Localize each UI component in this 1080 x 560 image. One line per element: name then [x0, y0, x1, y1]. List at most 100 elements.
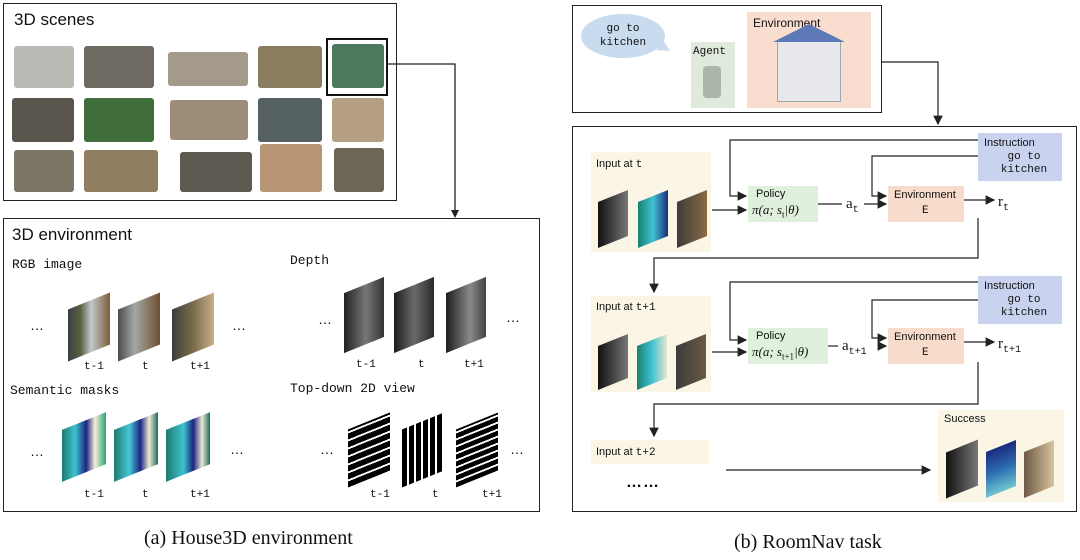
topdown-label: Top-down 2D view: [290, 381, 415, 396]
success-label: Success: [944, 413, 986, 425]
reward-label-t: rt: [998, 194, 1009, 214]
policy-box-2: Policy π(a; st+1|θ): [748, 328, 828, 364]
scene-thumb: [170, 100, 248, 140]
instruction-title: Instruction: [984, 137, 1035, 149]
action-symbol: a: [842, 338, 849, 354]
time-label: t-1: [356, 359, 376, 371]
depth-label: Depth: [290, 253, 330, 268]
ellipsis: …: [30, 443, 44, 459]
time-label: t-1: [84, 489, 104, 501]
env-box-2: Environment E: [888, 328, 964, 364]
reward-symbol: r: [998, 194, 1003, 210]
scene-thumb: [84, 46, 154, 88]
env-box-label: Environment: [894, 189, 956, 201]
formula-sub: t+1: [781, 351, 795, 362]
environment-title: 3D environment: [12, 225, 133, 244]
policy-label: Policy: [756, 330, 786, 342]
formula-end: |θ): [784, 202, 799, 217]
input-label: Input at: [596, 158, 633, 170]
formula-main: π(a; s: [752, 344, 782, 359]
action-sub: t: [852, 205, 859, 216]
scenes-panel: 3D scenes: [3, 3, 397, 201]
action-label-t1: at+1: [842, 338, 867, 358]
action-symbol: a: [846, 196, 853, 212]
env-box-letter: E: [922, 347, 929, 359]
input-label-t2: Input at t+2: [596, 446, 656, 459]
ellipsis: …: [510, 441, 524, 457]
formula-sub: t: [781, 209, 785, 220]
environment-card: Environment: [747, 12, 871, 108]
scene-thumb: [180, 152, 252, 192]
reward-sub: t: [1003, 203, 1010, 214]
reward-sub: t+1: [1003, 345, 1022, 356]
time-label: t: [418, 359, 425, 371]
time-label: t: [142, 489, 149, 501]
time-label: t-1: [370, 489, 390, 501]
house-icon: [777, 40, 841, 102]
instruction-text: go to kitchen: [1000, 294, 1048, 319]
policy-formula: π(a; st|θ): [752, 202, 799, 220]
caption-a: (a) House3D environment: [144, 527, 353, 549]
scene-thumb: [258, 98, 322, 142]
input-sub: t: [635, 159, 643, 171]
scene-thumb: [14, 150, 74, 192]
ellipsis: …: [506, 309, 520, 325]
env-box-letter: E: [922, 205, 929, 217]
time-label: t+1: [190, 361, 210, 373]
ellipsis: …: [318, 311, 332, 327]
input-label-t: Input at t: [596, 158, 642, 171]
ellipsis: …: [30, 317, 44, 333]
input-sub: t+1: [635, 302, 656, 314]
time-label: t+1: [464, 359, 484, 371]
reward-symbol: r: [998, 336, 1003, 352]
time-label: t-1: [84, 361, 104, 373]
semantic-label: Semantic masks: [10, 383, 120, 398]
agent-env-panel: go to kitchen Agent Environment: [572, 5, 882, 113]
scene-thumb: [12, 98, 74, 142]
input-block-t2: [591, 440, 709, 464]
instruction-text: go to kitchen: [1000, 151, 1048, 176]
input-sub: t+2: [635, 447, 656, 459]
time-label: t+1: [482, 489, 502, 501]
environment-panel: 3D environment RGB image … … t-1 t t+1 D…: [3, 218, 540, 512]
env-box-label: Environment: [894, 331, 956, 343]
scene-thumb: [258, 46, 322, 88]
speech-bubble: go to kitchen: [581, 14, 665, 58]
instruction-box-2: Instruction go to kitchen: [978, 276, 1062, 324]
scene-thumb: [84, 150, 158, 192]
formula-main: π(a; s: [752, 202, 782, 217]
caption-b: (b) RoomNav task: [734, 531, 882, 553]
input-label: Input at: [596, 446, 633, 458]
scene-thumb: [168, 52, 248, 86]
house-roof: [773, 24, 845, 42]
ellipsis: …: [230, 441, 244, 457]
bubble-text: go to kitchen: [599, 23, 647, 49]
policy-box-1: Policy π(a; st|θ): [748, 186, 818, 222]
scene-thumb: [14, 46, 74, 88]
formula-end: |θ): [794, 344, 809, 359]
time-label: t: [142, 361, 149, 373]
rgb-label: RGB image: [12, 257, 83, 272]
robot-icon: [703, 66, 721, 98]
action-label-t: at: [846, 196, 859, 216]
instruction-title: Instruction: [984, 280, 1035, 292]
reward-label-t1: rt+1: [998, 336, 1021, 356]
env-box-1: Environment E: [888, 186, 964, 222]
time-label: t: [432, 489, 439, 501]
scene-thumb: [84, 98, 154, 142]
selected-scene-highlight: [326, 38, 388, 96]
policy-formula: π(a; st+1|θ): [752, 344, 808, 362]
scene-thumb: [332, 98, 384, 142]
scene-thumb: [260, 144, 322, 192]
action-sub: t+1: [848, 347, 867, 358]
ellipsis: …: [320, 441, 334, 457]
scene-thumb: [332, 44, 384, 88]
ellipsis: …: [232, 317, 246, 333]
instruction-box-1: Instruction go to kitchen: [978, 133, 1062, 181]
input-label: Input at: [596, 301, 633, 313]
agent-card: Agent: [691, 42, 735, 108]
policy-label: Policy: [756, 188, 786, 200]
agent-label: Agent: [693, 46, 727, 58]
